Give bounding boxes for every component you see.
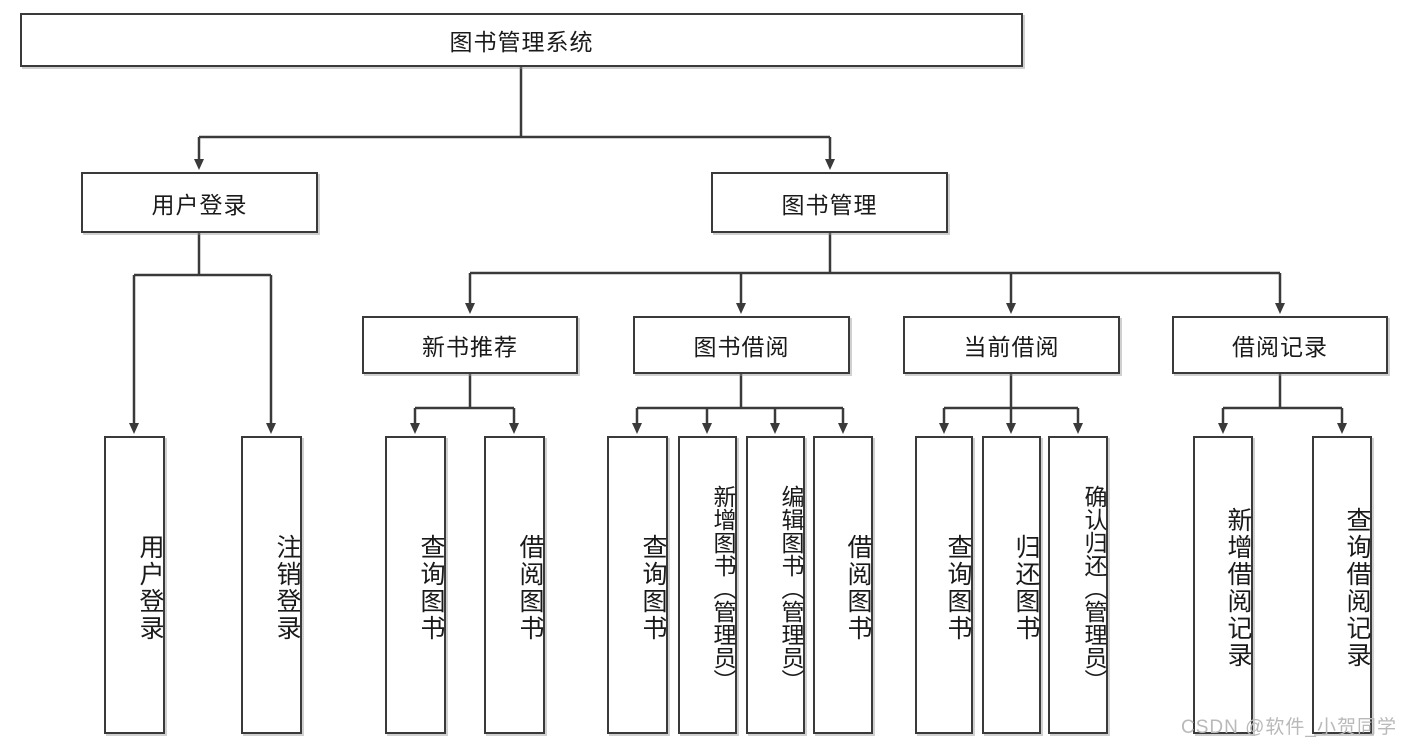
node-leaf-add-book-admin[interactable]: 新增图书（管理员） (678, 436, 737, 734)
node-label: 归还图书 (1012, 534, 1040, 642)
node-leaf-confirm-return-admin[interactable]: 确认归还（管理员） (1048, 436, 1108, 734)
node-new-book-recommend[interactable]: 新书推荐 (362, 316, 578, 374)
node-label: 用户登录 (136, 534, 164, 642)
node-borrow-record[interactable]: 借阅记录 (1172, 316, 1388, 374)
node-book-management[interactable]: 图书管理 (711, 172, 948, 233)
node-label: 新增图书（管理员） (710, 484, 736, 692)
node-root[interactable]: 图书管理系统 (20, 13, 1023, 67)
node-label: 借阅记录 (1232, 334, 1328, 360)
node-label: 确认归还（管理员） (1081, 484, 1107, 692)
node-leaf-query-borrow-record[interactable]: 查询借阅记录 (1312, 436, 1372, 734)
node-leaf-user-login[interactable]: 用户登录 (104, 436, 165, 734)
watermark: CSDN @软件_小贺同学 (1181, 717, 1397, 738)
node-label: 查询图书 (417, 534, 445, 642)
node-book-borrow[interactable]: 图书借阅 (633, 316, 850, 374)
node-leaf-query-book-recommend[interactable]: 查询图书 (385, 436, 446, 734)
node-label: 注销登录 (273, 534, 301, 642)
node-label: 查询图书 (639, 534, 667, 642)
node-leaf-query-book-current[interactable]: 查询图书 (915, 436, 973, 734)
node-label: 图书管理 (781, 191, 878, 218)
node-label: 借阅图书 (516, 534, 544, 642)
node-label: 新增借阅记录 (1224, 507, 1252, 669)
node-label: 编辑图书（管理员） (778, 484, 804, 692)
node-leaf-query-book-borrow[interactable]: 查询图书 (607, 436, 668, 734)
node-leaf-borrow-book-recommend[interactable]: 借阅图书 (484, 436, 545, 734)
node-label: 用户登录 (151, 191, 248, 218)
node-label: 当前借阅 (963, 334, 1060, 360)
node-leaf-borrow-book-borrow[interactable]: 借阅图书 (813, 436, 873, 734)
node-label: 新书推荐 (422, 334, 518, 360)
node-leaf-add-borrow-record[interactable]: 新增借阅记录 (1193, 436, 1253, 734)
node-current-borrow[interactable]: 当前借阅 (903, 316, 1120, 374)
node-label: 查询借阅记录 (1343, 507, 1371, 669)
node-label: 图书管理系统 (449, 29, 594, 55)
node-user-login[interactable]: 用户登录 (81, 172, 318, 233)
node-label: 查询图书 (944, 534, 972, 642)
node-label: 图书借阅 (693, 334, 790, 360)
node-leaf-return-book[interactable]: 归还图书 (982, 436, 1041, 734)
node-leaf-edit-book-admin[interactable]: 编辑图书（管理员） (746, 436, 805, 734)
node-leaf-user-logout[interactable]: 注销登录 (241, 436, 302, 734)
node-label: 借阅图书 (844, 534, 872, 642)
